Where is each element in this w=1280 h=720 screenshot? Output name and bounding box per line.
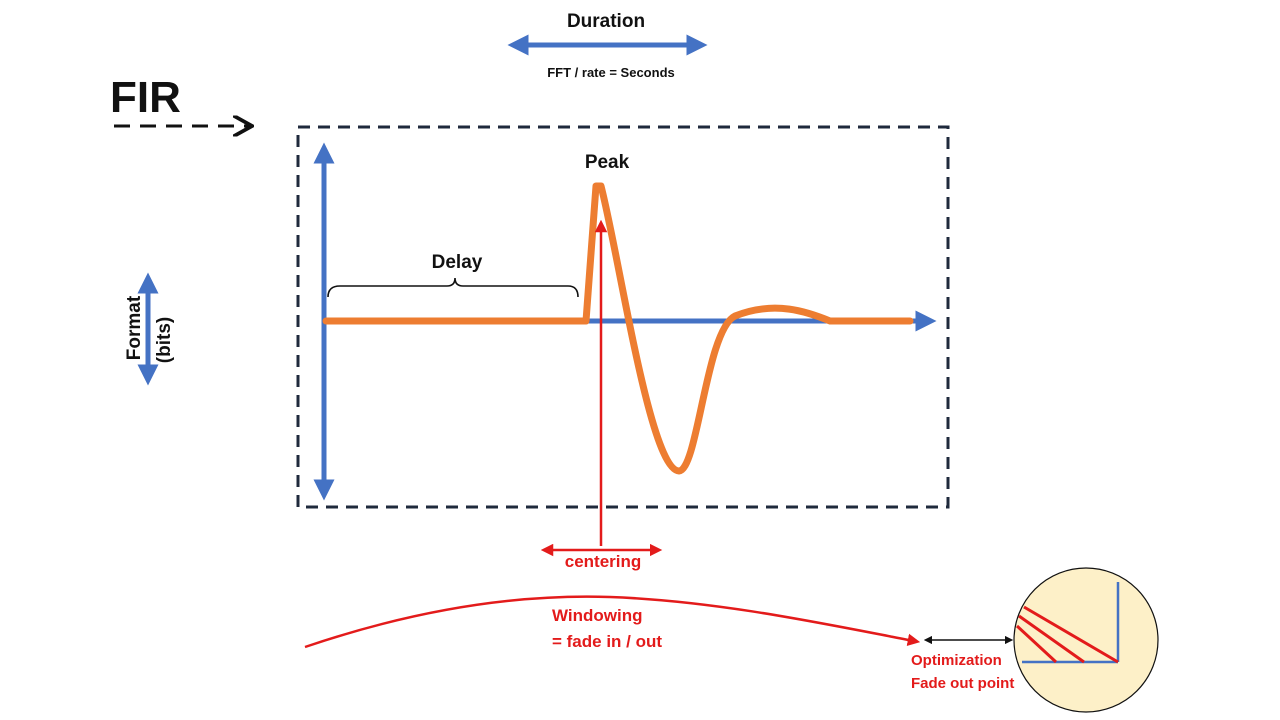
optimization-label-line2: Fade out point — [911, 675, 1014, 692]
windowing-curve — [304, 595, 921, 649]
inset-fade-line-2 — [1018, 614, 1085, 664]
format-label-line1: Format — [124, 295, 145, 360]
peak-label: Peak — [585, 152, 630, 173]
duration-formula: FFT / rate = Seconds — [547, 65, 675, 80]
inset-fade-line-1 — [1023, 605, 1119, 664]
format-label-line2: (bits) — [154, 317, 175, 363]
delay-brace — [327, 277, 579, 298]
delay-label: Delay — [432, 252, 483, 273]
fade-out-inset — [1013, 567, 1159, 713]
impulse-response-curve — [322, 182, 914, 475]
inset-fade-line-3 — [1015, 624, 1058, 664]
optimization-label-line1: Optimization — [911, 652, 1002, 669]
fir-frame — [296, 125, 950, 509]
title: FIR — [110, 73, 181, 122]
windowing-label-line2: = fade in / out — [552, 632, 662, 651]
duration-label: Duration — [567, 11, 645, 32]
windowing-label-line1: Windowing — [552, 606, 643, 625]
centering-label: centering — [565, 552, 642, 571]
inset-circle — [1013, 567, 1159, 713]
